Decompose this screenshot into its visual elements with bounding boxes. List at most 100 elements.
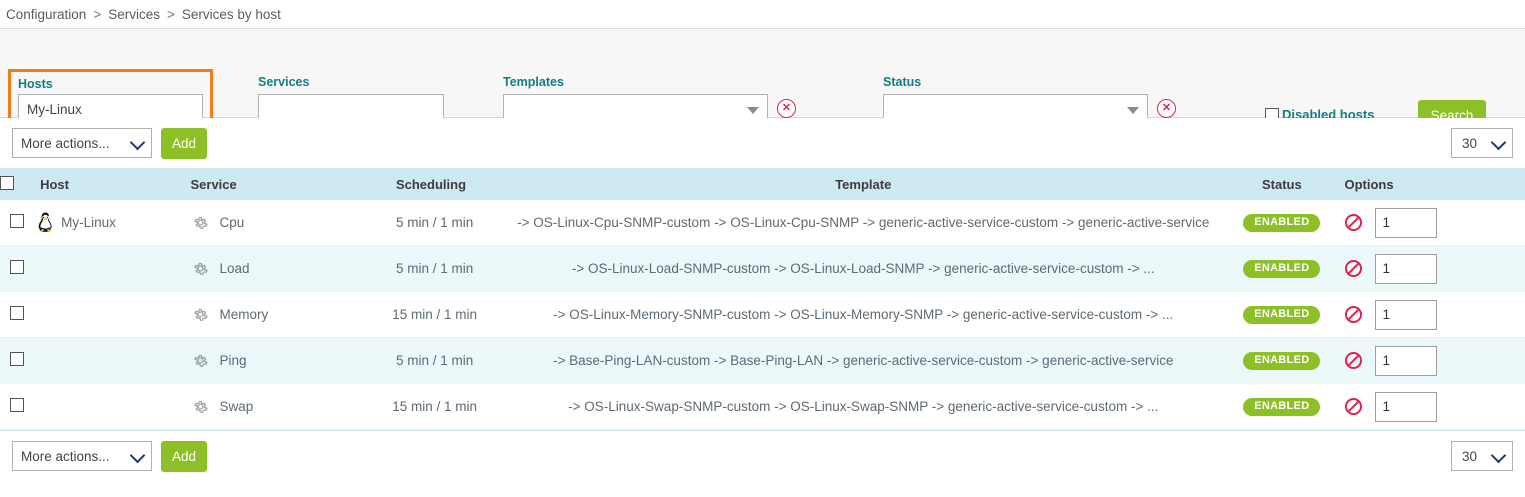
table-row[interactable]: Memory 15 min / 1 min -> OS-Linux-Memory-S… bbox=[0, 291, 1525, 338]
status-badge: ENABLED bbox=[1243, 260, 1321, 278]
column-label-host: Host bbox=[40, 176, 69, 192]
no-entry-icon[interactable] bbox=[1344, 305, 1363, 324]
column-header-template[interactable]: Template bbox=[497, 168, 1230, 200]
scheduling-value: 5 min / 1 min bbox=[395, 215, 474, 230]
filter-panel: Hosts Services Templates ✕ Status ✕ Disa… bbox=[0, 29, 1525, 146]
no-entry-icon[interactable] bbox=[1344, 213, 1363, 232]
breadcrumb-item-configuration[interactable]: Configuration bbox=[6, 6, 87, 22]
status-cell: ENABLED bbox=[1229, 337, 1335, 384]
no-entry-icon[interactable] bbox=[1344, 259, 1363, 278]
breadcrumb-item-services-by-host[interactable]: Services by host bbox=[181, 6, 281, 22]
filter-status-label: Status bbox=[883, 75, 922, 89]
scheduling-value: 15 min / 1 min bbox=[392, 307, 478, 322]
column-label-template: Template bbox=[835, 176, 892, 192]
host-cell bbox=[36, 291, 187, 338]
filter-hosts-label: Hosts bbox=[18, 77, 53, 91]
column-header-status[interactable]: Status bbox=[1229, 168, 1335, 200]
template-chain: -> OS-Linux-Load-SNMP-custom -> OS-Linux… bbox=[571, 261, 1155, 276]
template-cell: -> Base-Ping-LAN-custom -> Base-Ping-LAN… bbox=[497, 337, 1230, 384]
status-badge: ENABLED bbox=[1243, 306, 1321, 324]
options-cell bbox=[1334, 291, 1525, 338]
service-name[interactable]: Load bbox=[219, 261, 250, 276]
toolbar-top: More actions... Add 30 bbox=[0, 118, 1525, 168]
clear-templates-icon[interactable]: ✕ bbox=[777, 99, 796, 118]
scheduling-value: 5 min / 1 min bbox=[395, 353, 474, 368]
column-label-status: Status bbox=[1261, 176, 1302, 192]
scheduling-cell: 15 min / 1 min bbox=[371, 383, 498, 430]
host-cell bbox=[36, 245, 187, 292]
services-table: Host Service Scheduling Template Status … bbox=[0, 168, 1525, 430]
page-size-select-top[interactable]: 30 bbox=[1451, 128, 1513, 158]
service-name[interactable]: Swap bbox=[219, 399, 254, 414]
service-cell: Ping bbox=[186, 337, 372, 384]
row-checkbox[interactable] bbox=[9, 352, 24, 366]
options-cell bbox=[1334, 200, 1525, 246]
quantity-input[interactable] bbox=[1375, 299, 1438, 330]
template-cell: -> OS-Linux-Swap-SNMP-custom -> OS-Linux… bbox=[497, 383, 1230, 430]
add-button-top[interactable]: Add bbox=[161, 127, 207, 159]
page-size-top-wrap[interactable]: 30 bbox=[1451, 128, 1513, 158]
template-chain: -> OS-Linux-Memory-SNMP-custom -> OS-Lin… bbox=[553, 307, 1174, 322]
column-label-service: Service bbox=[190, 176, 237, 192]
quantity-input[interactable] bbox=[1375, 253, 1438, 284]
row-checkbox[interactable] bbox=[9, 306, 24, 320]
table-header-row: Host Service Scheduling Template Status … bbox=[0, 168, 1525, 200]
template-cell: -> OS-Linux-Memory-SNMP-custom -> OS-Lin… bbox=[497, 291, 1230, 338]
service-name[interactable]: Cpu bbox=[219, 215, 245, 230]
breadcrumb: Configuration > Services > Services by h… bbox=[0, 0, 1525, 29]
page-size-bottom-wrap[interactable]: 30 bbox=[1451, 441, 1513, 471]
status-cell: ENABLED bbox=[1229, 245, 1335, 292]
add-button-bottom[interactable]: Add bbox=[161, 440, 207, 472]
scheduling-value: 15 min / 1 min bbox=[392, 399, 478, 414]
breadcrumb-item-services[interactable]: Services bbox=[108, 6, 160, 22]
template-cell: -> OS-Linux-Cpu-SNMP-custom -> OS-Linux-… bbox=[497, 200, 1230, 246]
quantity-input[interactable] bbox=[1375, 207, 1438, 238]
table-row[interactable]: Swap 15 min / 1 min -> OS-Linux-Swap-SNMP-… bbox=[0, 383, 1525, 430]
column-header-host[interactable]: Host bbox=[36, 168, 187, 200]
template-chain: -> Base-Ping-LAN-custom -> Base-Ping-LAN… bbox=[553, 353, 1174, 368]
gear-icon bbox=[194, 354, 209, 367]
filter-services-label: Services bbox=[258, 75, 310, 89]
table-row[interactable]: Ping 5 min / 1 min -> Base-Ping-LAN-custom… bbox=[0, 337, 1525, 384]
toolbar-bottom: More actions... Add 30 bbox=[0, 430, 1525, 481]
page-size-select-bottom[interactable]: 30 bbox=[1451, 441, 1513, 471]
more-actions-select-top-wrap[interactable]: More actions... bbox=[12, 128, 152, 158]
more-actions-select-bottom[interactable]: More actions... bbox=[12, 441, 152, 471]
gear-icon bbox=[194, 400, 209, 413]
host-cell bbox=[36, 383, 187, 430]
select-all-header bbox=[0, 168, 37, 200]
column-label-options: Options bbox=[1344, 176, 1394, 192]
service-name[interactable]: Ping bbox=[219, 353, 247, 368]
scheduling-cell: 5 min / 1 min bbox=[371, 200, 498, 246]
row-select-cell bbox=[0, 200, 37, 246]
quantity-input[interactable] bbox=[1375, 345, 1438, 376]
status-badge: ENABLED bbox=[1243, 352, 1321, 370]
column-label-scheduling: Scheduling bbox=[395, 176, 467, 192]
host-cell bbox=[36, 337, 187, 384]
row-checkbox[interactable] bbox=[9, 398, 24, 412]
no-entry-icon[interactable] bbox=[1344, 351, 1363, 370]
row-checkbox[interactable] bbox=[9, 260, 24, 274]
no-entry-icon[interactable] bbox=[1344, 397, 1363, 416]
options-cell bbox=[1334, 383, 1525, 430]
select-all-checkbox[interactable] bbox=[0, 175, 14, 190]
breadcrumb-separator: > bbox=[93, 6, 102, 22]
quantity-input[interactable] bbox=[1375, 391, 1438, 422]
scheduling-cell: 5 min / 1 min bbox=[371, 337, 498, 384]
scheduling-cell: 15 min / 1 min bbox=[371, 291, 498, 338]
row-select-cell bbox=[0, 383, 37, 430]
row-checkbox[interactable] bbox=[9, 214, 24, 228]
more-actions-select-top[interactable]: More actions... bbox=[12, 128, 152, 158]
clear-status-icon[interactable]: ✕ bbox=[1157, 99, 1176, 118]
gear-icon bbox=[194, 262, 209, 275]
tux-linux-icon bbox=[38, 212, 52, 232]
service-name[interactable]: Memory bbox=[219, 307, 269, 322]
template-chain: -> OS-Linux-Swap-SNMP-custom -> OS-Linux… bbox=[568, 399, 1159, 414]
column-header-scheduling[interactable]: Scheduling bbox=[371, 168, 498, 200]
column-header-options[interactable]: Options bbox=[1334, 168, 1525, 200]
more-actions-select-bottom-wrap[interactable]: More actions... bbox=[12, 441, 152, 471]
column-header-service[interactable]: Service bbox=[186, 168, 372, 200]
